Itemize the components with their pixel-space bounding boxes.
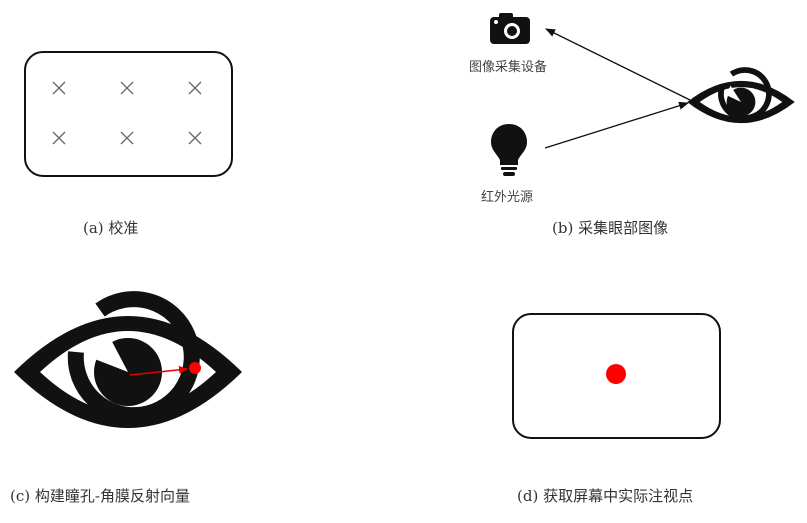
corneal-reflection-glint bbox=[189, 362, 201, 374]
calibration-screen bbox=[24, 51, 233, 177]
caption-b: (b) 采集眼部图像 bbox=[552, 219, 669, 237]
calibration-point-marks bbox=[52, 81, 202, 145]
light-bulb-icon bbox=[491, 124, 527, 176]
reflection-arrow bbox=[545, 28, 691, 101]
caption-d: (d) 获取屏幕中实际注视点 bbox=[517, 487, 694, 505]
camera-icon bbox=[490, 13, 530, 44]
gaze-point bbox=[606, 364, 626, 384]
eye-icon-small bbox=[687, 67, 795, 124]
camera-label: 图像采集设备 bbox=[469, 60, 548, 75]
screen-gaze-panel bbox=[512, 313, 721, 439]
illumination-arrow bbox=[544, 101, 689, 149]
eye-diagram-large bbox=[14, 291, 242, 428]
light-source-label: 红外光源 bbox=[481, 190, 534, 205]
caption-a: (a) 校准 bbox=[83, 219, 139, 237]
pupil-corneal-vector bbox=[129, 365, 188, 376]
caption-c: (c) 构建瞳孔-角膜反射向量 bbox=[10, 487, 190, 505]
